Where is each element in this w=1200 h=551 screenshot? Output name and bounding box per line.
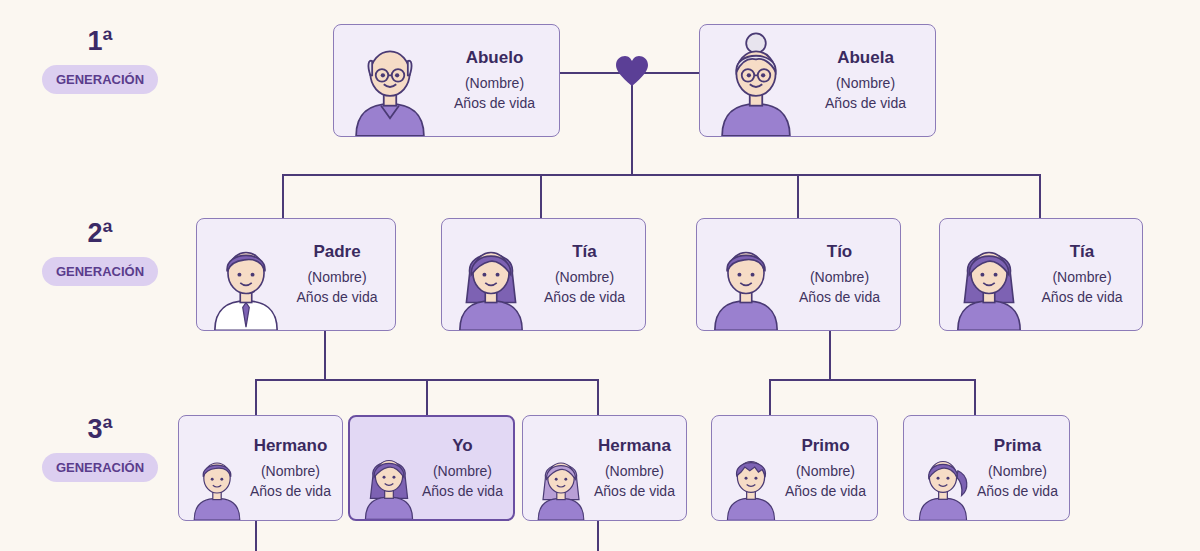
person-avatar: [705, 232, 787, 330]
person-box: Yo (Nombre)Años de vida: [348, 415, 515, 521]
person-box: Padre (Nombre)Años de vida: [196, 218, 396, 331]
family-line: [541, 73, 699, 218]
relation-title: Hermana: [598, 436, 671, 456]
name-placeholder: (Nombre): [1052, 267, 1111, 287]
person-text: Hermana (Nombre)Años de vida: [591, 416, 678, 520]
generation-number: 3ª: [87, 414, 112, 445]
name-placeholder: (Nombre): [810, 267, 869, 287]
person-text: Primo (Nombre)Años de vida: [782, 416, 869, 520]
name-placeholder: (Nombre): [555, 267, 614, 287]
generation-label: 3ªGENERACIÓN: [33, 414, 167, 488]
name-placeholder: (Nombre): [988, 461, 1047, 481]
person-avatar: [342, 29, 438, 136]
person-text: Tía (Nombre)Años de vida: [1030, 219, 1134, 330]
person-box: Prima (Nombre)Años de vida: [903, 415, 1070, 521]
relation-title: Abuela: [837, 48, 894, 68]
person-avatar: [358, 445, 420, 519]
person-box: Tío (Nombre)Años de vida: [696, 218, 901, 331]
relation-title: Abuelo: [466, 48, 524, 68]
person-box: Tía (Nombre)Años de vida: [939, 218, 1143, 331]
name-placeholder: (Nombre): [836, 73, 895, 93]
person-text: Tía (Nombre)Años de vida: [532, 219, 637, 330]
generation-number: 1ª: [87, 26, 112, 57]
person-text: Padre (Nombre)Años de vida: [287, 219, 387, 330]
person-box: Hermano (Nombre)Años de vida: [178, 415, 343, 521]
person-avatar: [531, 448, 591, 520]
years-placeholder: Años de vida: [1042, 287, 1123, 307]
years-placeholder: Años de vida: [454, 93, 535, 113]
tree-line-stub: [597, 521, 599, 551]
person-text: Abuela (Nombre)Años de vida: [804, 25, 927, 136]
person-avatar: [720, 446, 782, 520]
generation-pill: GENERACIÓN: [42, 257, 158, 286]
years-placeholder: Años de vida: [977, 481, 1058, 501]
family-line: [770, 331, 830, 415]
family-line: [325, 331, 427, 415]
name-placeholder: (Nombre): [605, 461, 664, 481]
person-text: Prima (Nombre)Años de vida: [974, 416, 1061, 520]
person-box: Tía (Nombre)Años de vida: [441, 218, 646, 331]
person-avatar: [205, 232, 287, 330]
years-placeholder: Años de vida: [825, 93, 906, 113]
person-avatar: [450, 232, 532, 330]
relation-title: Hermano: [254, 436, 328, 456]
generation-pill: GENERACIÓN: [42, 453, 158, 482]
relation-title: Tía: [572, 242, 597, 262]
generation-number: 2ª: [87, 218, 112, 249]
family-line: [325, 331, 598, 415]
years-placeholder: Años de vida: [594, 481, 675, 501]
person-box: Abuelo (Nombre)Años de vida: [333, 24, 560, 137]
person-box: Hermana (Nombre)Años de vida: [522, 415, 687, 521]
relation-title: Yo: [452, 436, 472, 456]
relation-title: Primo: [801, 436, 849, 456]
person-text: Hermano (Nombre)Años de vida: [247, 416, 334, 520]
relation-title: Tío: [827, 242, 853, 262]
name-placeholder: (Nombre): [307, 267, 366, 287]
person-box: Primo (Nombre)Años de vida: [711, 415, 878, 521]
generation-label: 2ªGENERACIÓN: [33, 218, 167, 294]
name-placeholder: (Nombre): [796, 461, 855, 481]
relation-title: Prima: [994, 436, 1041, 456]
generation-label: 1ªGENERACIÓN: [33, 26, 167, 102]
name-placeholder: (Nombre): [261, 461, 320, 481]
relation-title: Padre: [313, 242, 360, 262]
family-line: [830, 331, 975, 415]
person-text: Yo (Nombre)Años de vida: [420, 417, 505, 519]
person-box: Abuela (Nombre)Años de vida: [699, 24, 936, 137]
person-avatar: [912, 446, 974, 520]
family-line: [256, 331, 325, 415]
relation-title: Tía: [1070, 242, 1095, 262]
years-placeholder: Años de vida: [799, 287, 880, 307]
person-text: Abuelo (Nombre)Años de vida: [438, 25, 551, 136]
person-avatar: [948, 232, 1030, 330]
person-avatar: [187, 448, 247, 520]
years-placeholder: Años de vida: [544, 287, 625, 307]
name-placeholder: (Nombre): [465, 73, 524, 93]
years-placeholder: Años de vida: [422, 481, 503, 501]
years-placeholder: Años de vida: [297, 287, 378, 307]
person-text: Tío (Nombre)Años de vida: [787, 219, 892, 330]
name-placeholder: (Nombre): [433, 461, 492, 481]
generation-pill: GENERACIÓN: [42, 65, 158, 94]
years-placeholder: Años de vida: [785, 481, 866, 501]
heart-symbol: [616, 56, 648, 86]
tree-line-stub: [255, 521, 257, 551]
person-avatar: [708, 29, 804, 136]
years-placeholder: Años de vida: [250, 481, 331, 501]
